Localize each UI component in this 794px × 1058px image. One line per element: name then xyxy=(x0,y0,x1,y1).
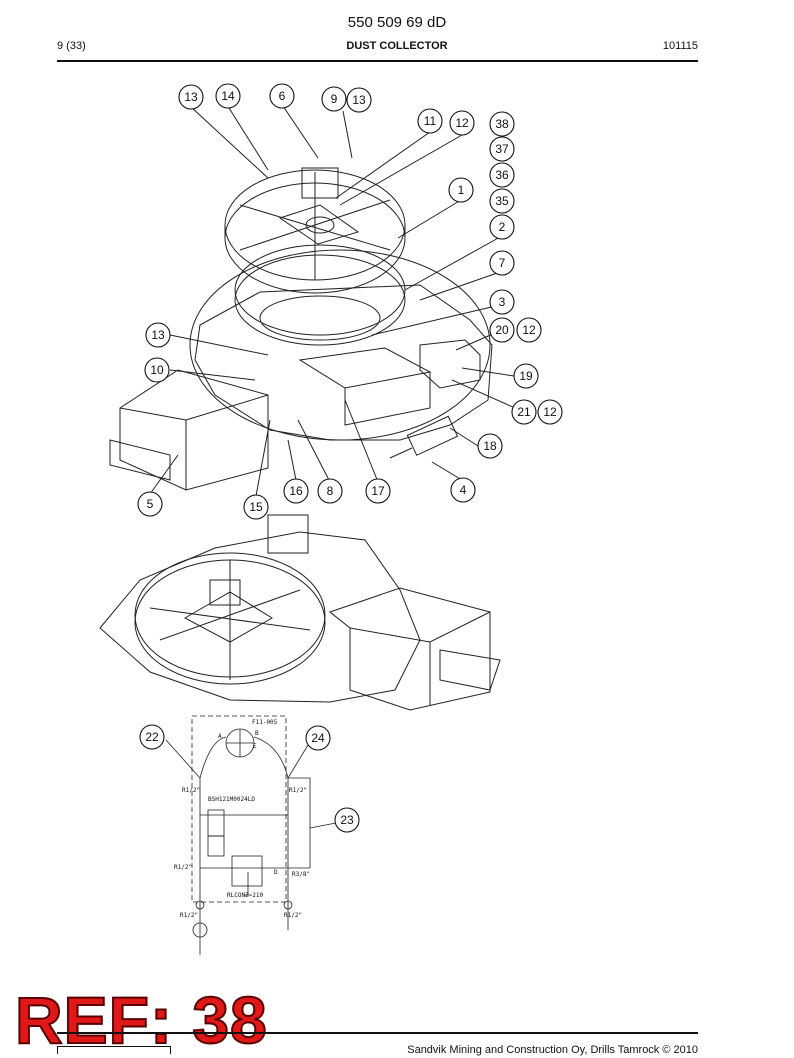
callout-label: 21 xyxy=(517,405,531,419)
header-rule xyxy=(57,60,698,62)
schematic-port-d: D xyxy=(274,869,278,876)
callout-label: 10 xyxy=(150,363,164,377)
schematic-port-e: E xyxy=(253,743,257,750)
copyright-text: Sandvik Mining and Construction Oy, Dril… xyxy=(407,1044,698,1056)
document-number: 550 509 69 dD xyxy=(347,14,447,31)
schematic-relief-label: RLCONZ-210 xyxy=(227,892,264,899)
callout-label: 14 xyxy=(221,89,235,103)
callout-label: 13 xyxy=(151,328,165,342)
hydraulic-schematic xyxy=(165,715,337,955)
document-code: 101115 xyxy=(662,40,698,52)
callout-label: 13 xyxy=(352,93,366,107)
callout-label: 22 xyxy=(145,730,159,744)
callout-label: 3 xyxy=(499,295,506,309)
callout-label: 37 xyxy=(495,142,509,156)
callout-label: 17 xyxy=(371,484,385,498)
base-plate-ring xyxy=(189,249,491,441)
callout-label: 13 xyxy=(184,90,198,104)
callout-label: 9 xyxy=(331,92,338,106)
schematic-fitting-r12-d: R1/2" xyxy=(180,912,198,919)
callout-label: 1 xyxy=(458,183,465,197)
callout-label: 23 xyxy=(340,813,354,827)
callout-label: 2 xyxy=(499,220,506,234)
callout-label: 4 xyxy=(460,483,467,497)
callout-label: 8 xyxy=(327,484,334,498)
callout-label: 38 xyxy=(495,117,509,131)
callout-label: 24 xyxy=(311,731,325,745)
callout-label: 12 xyxy=(522,323,536,337)
callout-label: 18 xyxy=(483,439,497,453)
footer-rule xyxy=(57,1032,698,1034)
callout-label: 6 xyxy=(279,89,286,103)
callout-label: 36 xyxy=(495,168,509,182)
reference-stamp: REF: 38 xyxy=(14,982,268,1058)
schematic-fitting-r38: R3/8" xyxy=(292,871,310,878)
base-plate-lower xyxy=(99,531,421,703)
schematic-fitting-r12-c: R1/2" xyxy=(174,864,192,871)
callout-label: 12 xyxy=(455,116,469,130)
callout-label: 7 xyxy=(499,256,506,270)
page-number: 9 (33) xyxy=(57,40,86,52)
duct-upper xyxy=(119,369,269,491)
company-logo xyxy=(57,1046,171,1054)
schematic-port-a: A xyxy=(218,733,222,740)
schematic-fitting-r12-a: R1/2" xyxy=(182,787,200,794)
callout-label: 12 xyxy=(543,405,557,419)
schematic-fitting-r12-b: R1/2" xyxy=(289,787,307,794)
callout-label: 15 xyxy=(249,500,263,514)
callout-label: 11 xyxy=(424,114,437,128)
schematic-component-label: F11-005 xyxy=(252,719,278,726)
callout-label: 19 xyxy=(519,369,533,383)
schematic-fitting-r12-e: R1/2" xyxy=(284,912,302,919)
callout-label: 35 xyxy=(495,194,509,208)
callout-label: 5 xyxy=(147,497,154,511)
page-title: DUST COLLECTOR xyxy=(346,40,448,52)
duct-lower xyxy=(328,587,491,711)
schematic-port-b: B xyxy=(255,730,259,737)
schematic-valve-label: BSH121M0024LD xyxy=(208,796,255,803)
base-plate-upper xyxy=(194,284,493,441)
callout-label: 20 xyxy=(495,323,509,337)
callout-label: 16 xyxy=(289,484,303,498)
